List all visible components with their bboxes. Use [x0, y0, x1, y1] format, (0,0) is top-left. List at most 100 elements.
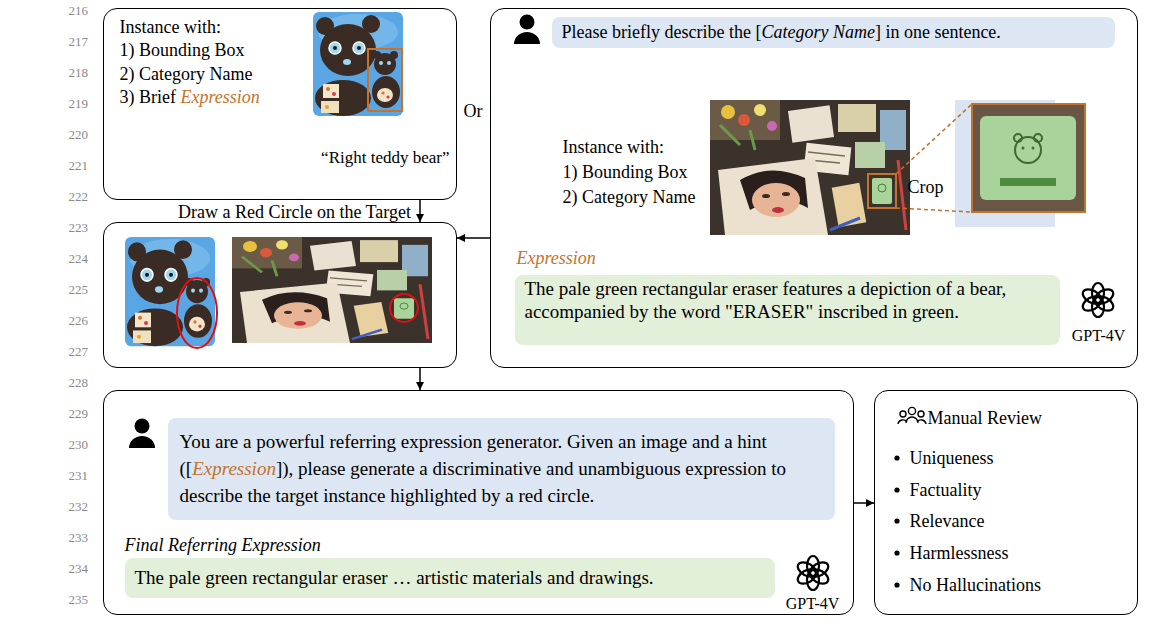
people-icon	[900, 411, 906, 417]
crop-photo	[1014, 134, 1022, 142]
crop-photo	[980, 116, 1076, 200]
line-number: 226	[69, 311, 89, 331]
line-number: 233	[69, 528, 89, 548]
text-line: Instance with:	[120, 16, 221, 38]
crop-photo	[1000, 178, 1056, 186]
text-line: Manual Review	[928, 407, 1042, 429]
text-line: Uniqueness	[910, 447, 994, 469]
people-icon	[908, 407, 915, 414]
node-text: 1) Bounding Box	[120, 40, 245, 60]
node-text: Please briefly describe the [	[562, 22, 762, 42]
node-text: GPT-4V	[1072, 327, 1126, 344]
node-text: Instance with:	[120, 17, 221, 37]
line-number: 224	[69, 249, 89, 269]
crop-photo	[972, 104, 1085, 212]
line-number: 219	[69, 94, 89, 114]
people-icon	[917, 420, 926, 424]
line-number: 231	[69, 466, 89, 486]
refinement-box: Final Referring ExpressionGPT-4V You are …	[103, 390, 854, 615]
teddy-photo	[313, 12, 403, 116]
prompt-bubble: You are a powerful referring expression …	[168, 418, 835, 520]
node-text: 2) Category Name	[563, 187, 696, 207]
connector-word: Or	[464, 101, 483, 121]
line-number: 221	[69, 156, 89, 176]
line-number: 220	[69, 125, 89, 145]
crop-photo	[1032, 147, 1035, 150]
review-box: Manual ReviewUniquenessFactualityRelevan…	[874, 390, 1138, 615]
node-text: 3) Brief	[120, 87, 176, 107]
line-number: 217	[69, 32, 89, 52]
expression-bubble: The pale green rectangular eraser featur…	[515, 275, 1060, 345]
node-text: Manual Review	[928, 408, 1042, 428]
text-line: GPT-4V	[786, 593, 840, 615]
text-line: “Right teddy bear”	[321, 147, 449, 169]
user-icon	[514, 15, 540, 45]
text-line: Instance with:	[563, 136, 664, 158]
teddy-photo	[125, 237, 215, 346]
text-line: Expression	[517, 247, 596, 269]
node-text: Expression	[192, 458, 276, 479]
node-text: Factuality	[910, 480, 982, 500]
prompt-bubble: Please briefly describe the [Category Na…	[552, 17, 1115, 48]
flow-arrow	[419, 368, 421, 390]
text-line: 1) Bounding Box	[563, 161, 688, 183]
line-number: 216	[69, 1, 89, 21]
line-number: 223	[69, 218, 89, 238]
people-icon	[906, 417, 918, 423]
node-text: The pale green rectangular eraser featur…	[525, 278, 1007, 322]
flow-arrow	[457, 237, 490, 239]
edge-label: Draw a Red Circle on the Target	[178, 203, 411, 221]
node-text: Category Name	[761, 22, 874, 42]
text-line: The pale green rectangular eraser featur…	[525, 277, 1050, 323]
node-text: 1) Bounding Box	[563, 162, 688, 182]
people-icon	[898, 420, 907, 424]
line-number: 218	[69, 63, 89, 83]
people-icon	[898, 407, 926, 424]
node-text: The pale green rectangular eraser … arti…	[135, 567, 654, 588]
crop-photo	[972, 104, 1085, 212]
line-number: 222	[69, 187, 89, 207]
line-number: 230	[69, 435, 89, 455]
text-line: Factuality	[910, 479, 982, 501]
crop-photo	[1022, 147, 1025, 150]
text-line: 2) Category Name	[563, 186, 696, 208]
line-number: 229	[69, 404, 89, 424]
generation-box: Instance with: 1) Bounding Box 2) Category…	[490, 8, 1138, 368]
node-text: Instance with:	[563, 137, 664, 157]
text-line: Harmlessness	[910, 542, 1009, 564]
input-box: Instance with:1) Bounding Box2) Category…	[103, 8, 457, 200]
crop-photo	[1034, 134, 1042, 142]
desk-photo	[232, 237, 432, 343]
node-text: Harmlessness	[910, 543, 1009, 563]
line-number: 225	[69, 280, 89, 300]
node-text: GPT-4V	[786, 595, 840, 612]
gpt-logo	[1080, 283, 1115, 317]
node-text: Final Referring Expression	[125, 535, 321, 555]
bullet	[894, 550, 899, 555]
bullet	[894, 582, 899, 587]
text-line: 3) BriefExpression	[120, 86, 260, 108]
node-text: ] in one sentence.	[875, 22, 1001, 42]
bullet	[894, 455, 899, 460]
node-text: Crop	[908, 177, 944, 197]
red-circle	[177, 278, 217, 348]
line-number: 235	[69, 590, 89, 610]
node-text: Relevance	[910, 511, 985, 531]
flow-arrow	[854, 502, 874, 504]
marked-image-box	[103, 222, 457, 368]
text-line: No Hallucinations	[910, 574, 1041, 596]
expression-bubble: The pale green rectangular eraser … arti…	[125, 558, 775, 598]
text-line: GPT-4V	[1072, 325, 1126, 347]
text-line: You are a powerful referring expression …	[180, 428, 823, 509]
node-text: Expression	[517, 248, 596, 268]
line-number: 228	[69, 373, 89, 393]
bounding-box	[368, 49, 402, 111]
node-text: No Hallucinations	[910, 575, 1041, 595]
bullet	[894, 518, 899, 523]
text-line: Final Referring Expression	[125, 534, 321, 556]
line-number: 234	[69, 559, 89, 579]
node-text: Uniqueness	[910, 448, 994, 468]
crop-guide	[896, 104, 972, 212]
bounding-box	[868, 174, 896, 208]
bullet	[894, 455, 899, 587]
